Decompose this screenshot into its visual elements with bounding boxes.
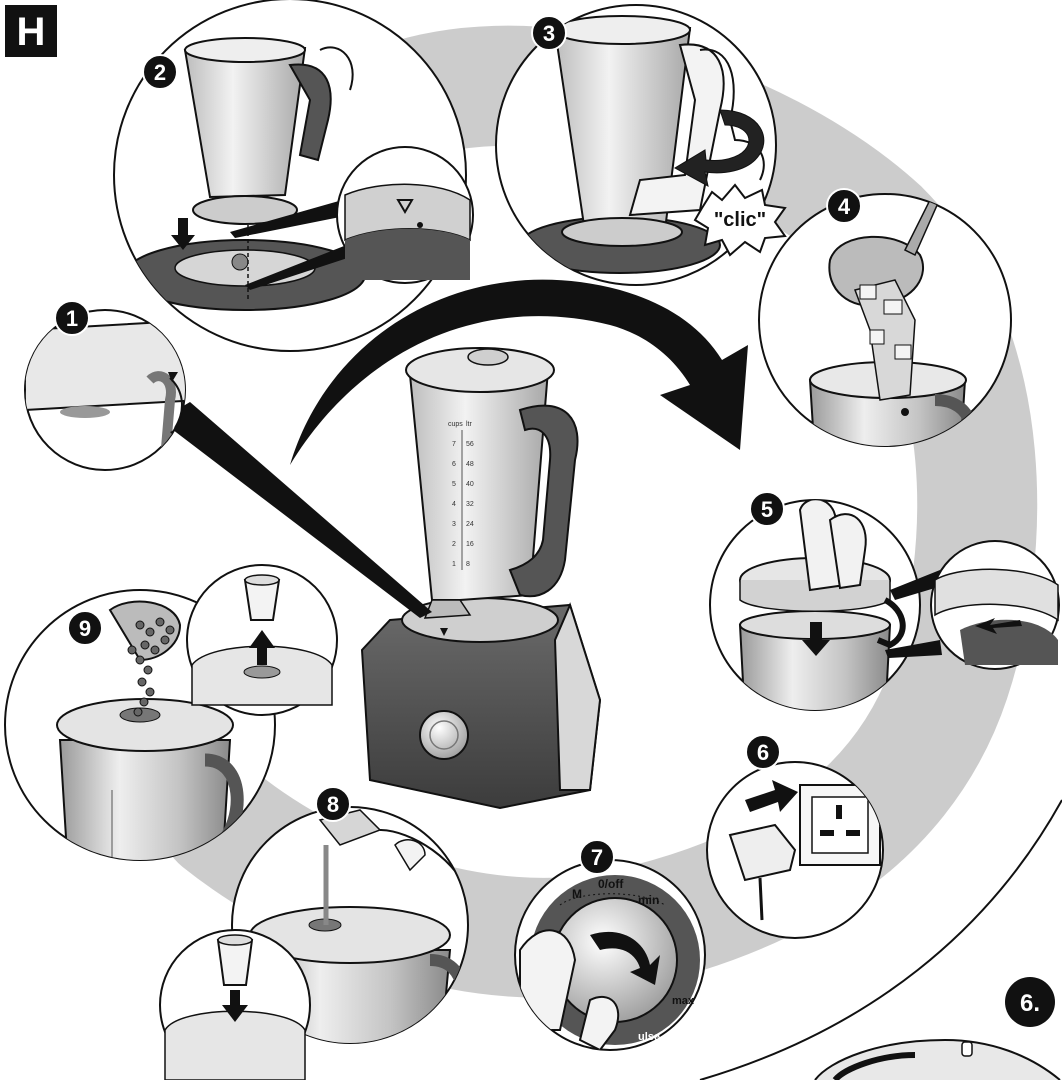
step-8-badge: 8 [315, 786, 351, 822]
step-7-panel: M 0/off min max ulse [514, 859, 706, 1051]
central-blender: cups ltr 7 6 5 4 3 2 1 56 48 40 32 24 16… [360, 347, 602, 810]
step-5-number: 5 [761, 497, 773, 522]
step-5-badge: 5 [749, 491, 785, 527]
jar-cup-3: 3 [452, 521, 456, 528]
step-2-badge-circle [142, 54, 178, 90]
page-divider-arc [699, 799, 1062, 1080]
section-badge-label: H [17, 10, 46, 54]
step-1-badge: 1 [54, 300, 90, 336]
step-2-badge: 2 [142, 54, 178, 90]
jar-cup-7: 7 [452, 441, 456, 448]
plug [728, 823, 797, 882]
jar-lid [405, 347, 555, 393]
step-8-badge-circle [315, 786, 351, 822]
jar-ml-40: 40 [466, 481, 474, 488]
step-4-badge: 4 [826, 188, 862, 224]
step-6-badge-circle [745, 734, 781, 770]
rotation-arrow [290, 279, 748, 465]
jar-cup-4: 4 [452, 501, 456, 508]
step-9-measuring-cup-panel [186, 564, 338, 716]
step-7-number: 7 [591, 845, 603, 870]
jar-ml-24: 24 [466, 521, 474, 528]
step-1-badge-circle [54, 300, 90, 336]
jar-cup-1: 1 [452, 561, 456, 568]
section-badge: H [5, 5, 57, 57]
corner-badge-6: 6. [1005, 977, 1055, 1027]
step-2-panel [113, 0, 474, 352]
jar-handle [508, 404, 579, 598]
speed-knob [419, 710, 469, 760]
step-9-badge-circle [67, 610, 103, 646]
step-7-badge-circle [579, 839, 615, 875]
jar-ml-32: 32 [466, 501, 474, 508]
dial-pulse-label: ulse [638, 1031, 660, 1043]
step-5-badge-circle [749, 491, 785, 527]
step-9-number: 9 [79, 616, 91, 641]
twist-arrow [673, 109, 765, 187]
step-2-number: 2 [154, 60, 166, 85]
step-3-number: 3 [543, 21, 555, 46]
clic-label: "clic" [714, 209, 766, 231]
step-8-number: 8 [327, 792, 339, 817]
step-9-badge: 9 [67, 610, 103, 646]
dial-m-label: M [572, 887, 582, 901]
step-6-badge: 6 [745, 734, 781, 770]
jar-cups-label: cups [448, 421, 463, 428]
jar-cup-5: 5 [452, 481, 456, 488]
dial-min-label: min [638, 893, 659, 907]
step-1-panel [24, 309, 186, 471]
insert-arrow [745, 780, 798, 812]
jar-ml-16: 16 [466, 541, 474, 548]
next-page-preview [814, 1038, 1061, 1080]
jar-ml-48: 48 [466, 461, 474, 468]
step-3-badge: 3 [531, 15, 567, 51]
jar-ml-56: 56 [466, 441, 474, 448]
dial-max-label: max [672, 995, 695, 1007]
step-1-number: 1 [66, 306, 78, 331]
callout-wedge-1 [160, 402, 432, 618]
step-6-number: 6 [757, 740, 769, 765]
step-4-badge-circle [826, 188, 862, 224]
corner-badge-label: 6. [1020, 990, 1040, 1017]
step-4-panel [758, 193, 1012, 447]
step-5-panel [709, 499, 1060, 711]
step-4-number: 4 [838, 194, 851, 219]
jar-ltr-label: ltr [466, 421, 473, 428]
step-3-panel: "clic" [495, 4, 787, 286]
step-6-panel [706, 761, 884, 939]
jar-cup-2: 2 [452, 541, 456, 548]
clic-burst [693, 183, 787, 257]
jar-ml-8: 8 [466, 561, 470, 568]
step-7-badge: 7 [579, 839, 615, 875]
step-8-measuring-cup-panel [159, 929, 311, 1080]
dial-off-label: 0/off [598, 877, 624, 891]
jar-cup-6: 6 [452, 461, 456, 468]
step-3-badge-circle [531, 15, 567, 51]
